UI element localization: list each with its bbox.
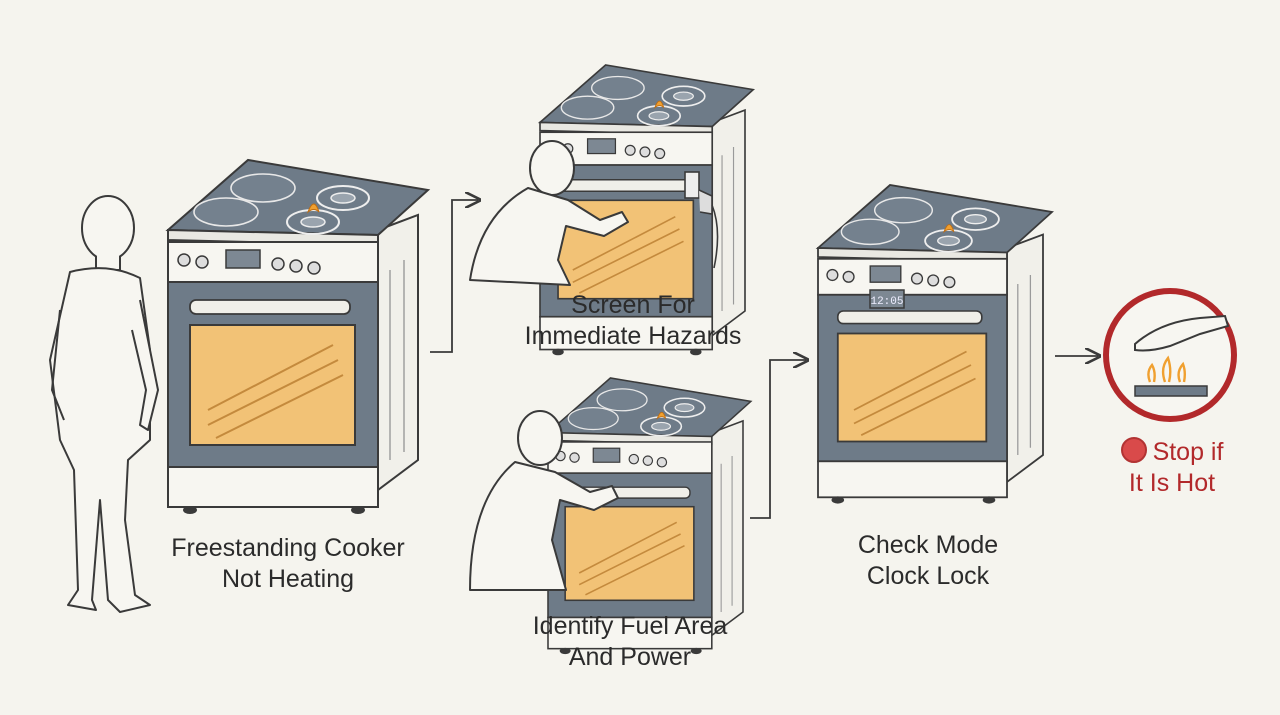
step-check-mode-label: Check Mode Clock Lock (800, 530, 1056, 592)
step-1-line-1: Freestanding Cooker (171, 534, 405, 562)
cooker-mode-clock-illustration (817, 184, 1053, 505)
step-1-line-2: Not Heating (221, 565, 355, 593)
step-3-line-2: And Power (568, 643, 692, 671)
arrow-to-step-4 (750, 360, 806, 519)
step-2-line-2: Immediate Hazards (524, 322, 742, 350)
step-4-line-1: Check Mode (857, 531, 999, 559)
step-3-line-1: Identify Fuel Area (532, 612, 728, 640)
warning-line-2: It Is Hot (1128, 469, 1216, 497)
arrow-1-to-2 (430, 200, 478, 353)
step-identify-fuel-label: Identify Fuel Area And Power (490, 611, 770, 673)
oven-clock-display: 12:05 (870, 296, 903, 308)
step-screen-hazards-label: Screen For Immediate Hazards (488, 290, 778, 352)
cooker-fuel-power-illustration (469, 377, 752, 655)
hot-surface-warning-icon (1103, 288, 1237, 422)
step-2-line-1: Screen For (571, 291, 695, 319)
stop-if-hot-warning: Stop if It Is Hot (1092, 437, 1252, 499)
warning-line-1: Stop if (1152, 438, 1224, 466)
standing-person-illustration (49, 195, 159, 613)
cooker-hazard-screen-illustration (469, 64, 755, 357)
step-freestanding-cooker-label: Freestanding Cooker Not Heating (148, 533, 428, 595)
warning-dot-icon (1120, 437, 1147, 463)
cooker-not-heating-illustration (167, 159, 429, 515)
step-4-line-2: Clock Lock (866, 562, 990, 590)
